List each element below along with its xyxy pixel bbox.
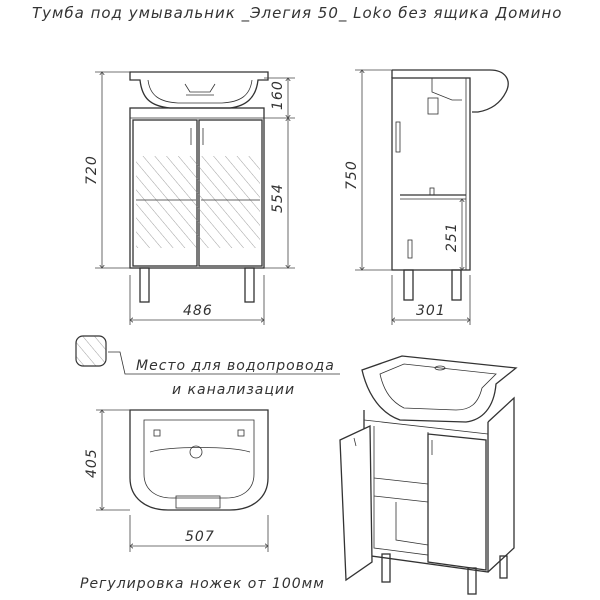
top-view: 405 507 (84, 409, 269, 552)
side-view: 750 251 301 (344, 69, 509, 325)
isometric-view (339, 355, 518, 595)
iso-right-door (427, 433, 487, 571)
front-sink-bowl (147, 79, 253, 104)
legend-hatch-swatch (75, 335, 107, 367)
side-sink-outline (392, 69, 509, 113)
dim-front-sink-height: 160 (270, 80, 286, 110)
legend-line-2: и канализации (172, 382, 295, 398)
iso-left-door-open (339, 424, 373, 582)
drawing-title: Тумба под умывальник _Элегия 50_ Loko бе… (32, 4, 562, 23)
side-leg-front (403, 269, 414, 301)
dim-front-width: 486 (183, 303, 213, 319)
top-sink-outline (129, 409, 269, 511)
dim-top-width: 507 (185, 529, 215, 545)
legend-line-1: Место для водопровода (136, 358, 335, 374)
top-drain-hole (189, 445, 203, 459)
legend: Место для водопровода и канализации (75, 335, 340, 398)
side-leg-back (451, 269, 462, 301)
dim-side-depth: 301 (416, 303, 446, 319)
front-view: 720 160 554 486 (84, 71, 295, 325)
dim-front-door-height: 554 (270, 183, 286, 213)
front-leg-right (244, 267, 255, 303)
iso-sink-top (361, 355, 518, 423)
footer-note: Регулировка ножек от 100мм (80, 576, 325, 592)
front-plumbing-zone (136, 156, 260, 248)
iso-leg-2 (467, 567, 477, 595)
iso-cabinet-side (487, 396, 515, 573)
dim-side-shelf-height: 251 (444, 222, 460, 252)
dim-side-height: 750 (344, 160, 360, 190)
iso-leg-1 (381, 553, 391, 583)
dim-front-height: 720 (84, 155, 100, 185)
dim-top-depth: 405 (84, 448, 100, 478)
side-cabinet-body (391, 77, 471, 271)
front-cabinet-body (129, 107, 265, 269)
top-sink-bowl (143, 419, 255, 499)
front-leg-left (139, 267, 150, 303)
iso-leg-3 (499, 555, 508, 579)
